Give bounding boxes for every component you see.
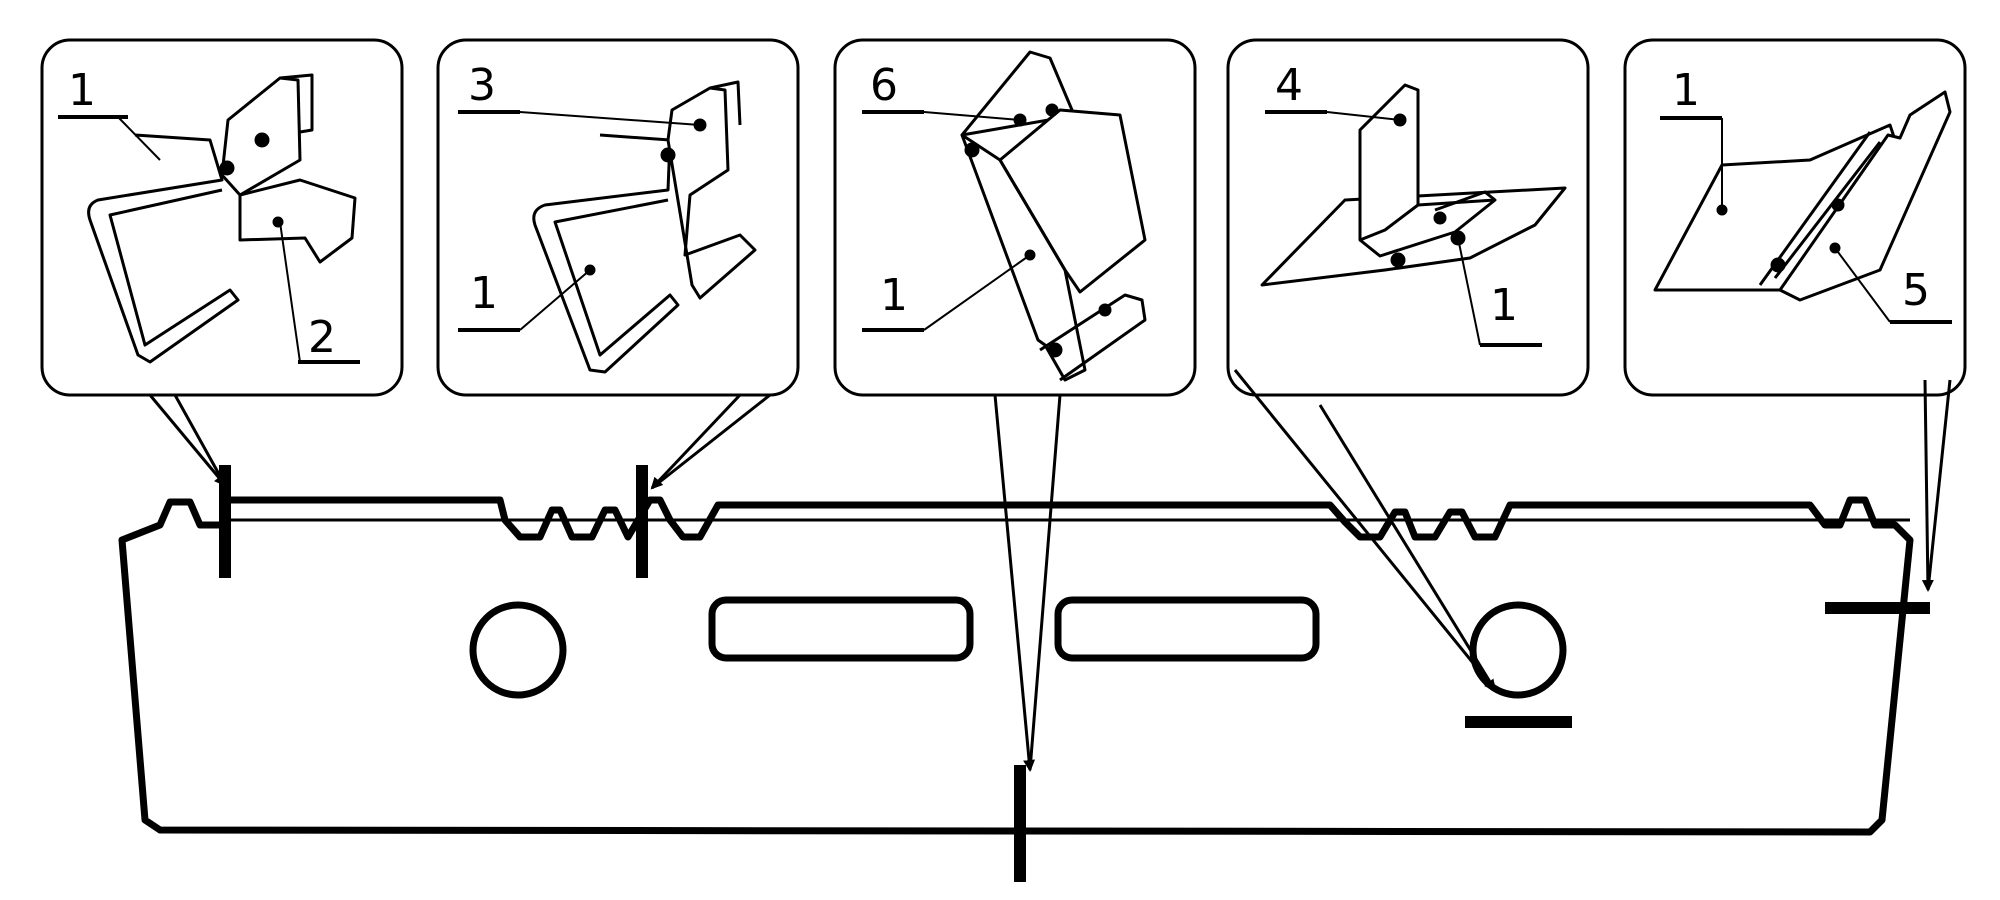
pointer-arrow: [148, 394, 227, 487]
joint-sketch: [532, 80, 757, 374]
callout-label: 2: [308, 312, 336, 363]
callout-1: 1 2: [40, 38, 404, 397]
leader-line: [923, 254, 1031, 331]
leader-line: [923, 111, 1021, 121]
callout-3: 6 1: [833, 38, 1197, 397]
callout-5: 1 5: [1623, 38, 1967, 397]
callout-label: 1: [880, 270, 908, 321]
leader-line: [279, 221, 301, 363]
leader-line: [117, 116, 161, 161]
leader-line: [519, 111, 701, 126]
leader-line: [519, 269, 591, 331]
panel-openings: [469, 596, 1567, 699]
callout-label: 4: [1275, 60, 1303, 111]
pointer-arrow: [1926, 379, 1952, 591]
callout-label: 6: [870, 60, 898, 111]
callout-label: 1: [470, 268, 498, 319]
leader-line: [1326, 111, 1401, 121]
pointer-arrow: [993, 394, 1036, 772]
joint-sketch: [960, 50, 1147, 382]
round-hole: [469, 601, 567, 699]
pointer-arrow: [1318, 404, 1497, 691]
slot-hole: [708, 596, 974, 662]
joint-sketch: [87, 73, 357, 364]
pointer-arrow: [1921, 379, 1934, 592]
callout-label: 1: [1490, 280, 1518, 331]
callout-label: 1: [68, 65, 96, 116]
round-hole: [1469, 601, 1567, 699]
callout-4: 4 1: [1226, 38, 1590, 397]
slot-hole: [1054, 596, 1320, 662]
callout-label: 3: [468, 60, 496, 111]
pointer-arrow: [651, 393, 771, 490]
callout-pointers: [148, 369, 1952, 772]
callout-label: 1: [1672, 65, 1700, 116]
pointer-arrow: [1233, 369, 1497, 692]
leader-line: [1834, 247, 1891, 323]
pointer-arrow: [173, 394, 227, 486]
pointer-arrow: [1028, 394, 1062, 771]
leader-line: [1457, 237, 1481, 346]
joint-sketch: [1260, 83, 1567, 287]
panel-outline: [118, 496, 1914, 836]
callout-label: 5: [1902, 265, 1930, 316]
section-marks: [219, 465, 1930, 882]
pointer-arrow: [650, 393, 742, 490]
callout-2: 3 1: [436, 38, 800, 397]
